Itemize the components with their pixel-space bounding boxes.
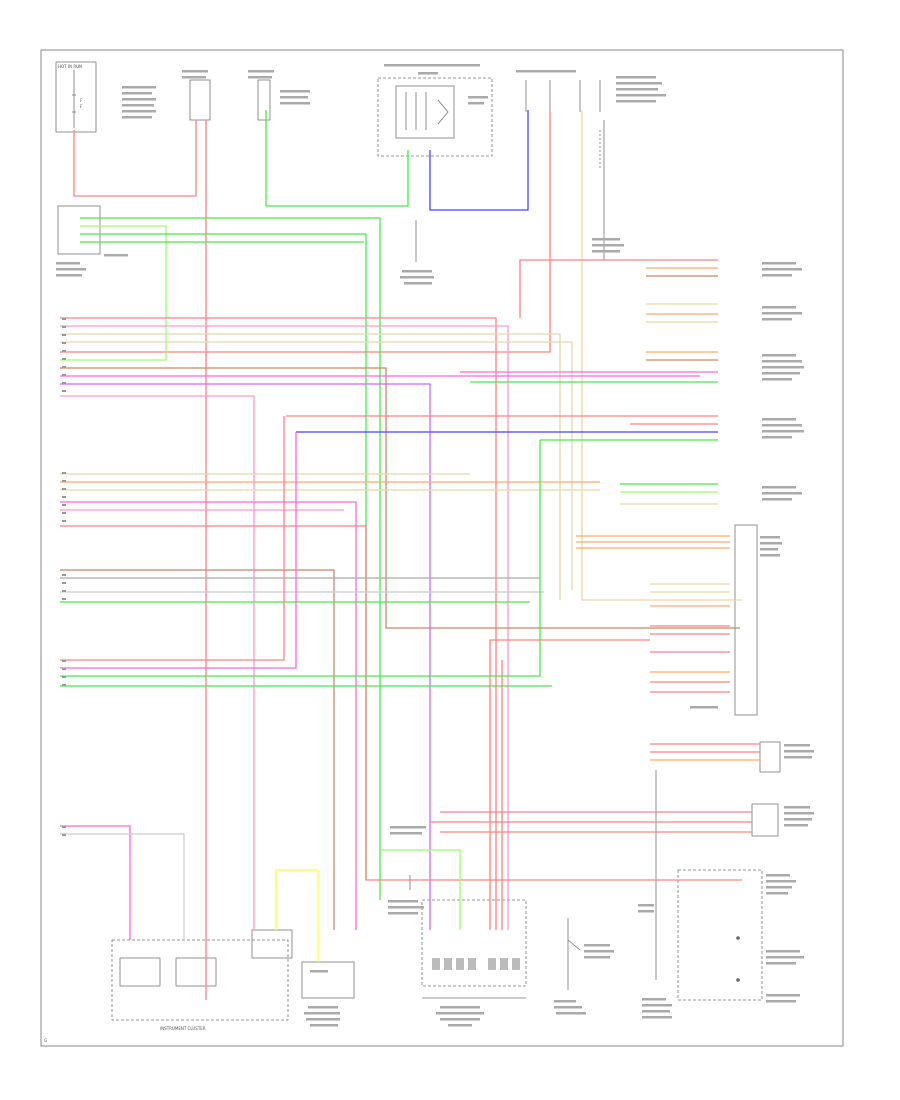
wire-tan-14 [60,341,573,590]
right-sensor-5 [762,486,802,501]
wire-red-0 [73,120,197,197]
wire-red-41 [60,525,742,881]
right-sensor-4 [762,418,804,439]
svg-text:F: F [80,104,83,109]
top-right-switches [516,70,666,112]
wire-violet-17 [60,383,431,930]
wire-magenta-68 [60,825,131,940]
wire-green-60 [60,440,541,677]
wire-magenta-59 [60,432,297,669]
wire-green-2 [265,110,409,207]
center-bottom-switch [388,826,426,915]
center-control-module [421,899,527,1027]
wire-tan-5 [581,110,742,601]
wire-green-7 [80,217,381,900]
ground-symbol-right [592,130,624,253]
wire-red-4 [60,110,551,353]
wire-layer [60,110,760,1000]
top-center-relay-box [377,64,493,157]
wire-lightgreen-71 [380,849,461,930]
right-relay-1 [759,741,814,773]
instrument-cluster: INSTRUMENT CLUSTER [111,929,293,1031]
wire-red-11 [60,317,497,930]
top-fuse-3 [248,70,310,121]
right-sensor-3 [762,354,804,381]
right-relay-2 [751,803,814,837]
top-fuse-2 [182,70,211,121]
left-connector-box [56,205,128,277]
left-pin-column [62,318,66,836]
diagram-frame [40,49,844,1047]
top-left-fuse-text [122,86,156,119]
wire-tan-13 [60,333,561,600]
wire-red-72 [489,639,650,930]
ground-symbol-top [400,220,434,285]
wire-blue-3 [429,110,529,211]
wire-magenta-39 [60,501,357,930]
right-lower-switch [677,869,804,1003]
wire-pink-18 [60,395,255,930]
top-left-fuse-block: HOT IN RUN F F [55,61,97,133]
wire-brown-54 [60,569,335,930]
right-sensor-1 [762,262,802,277]
wire-pink-12 [60,325,509,930]
hot-in-run-label: HOT IN RUN [58,64,82,69]
right-sensor-2 [762,306,802,321]
instrument-cluster-label: INSTRUMENT CLUSTER [160,1026,206,1031]
corner-label: G [44,1038,47,1043]
door-switch-right [638,900,672,1019]
right-connector-block [690,524,782,716]
svg-text:F: F [80,98,83,103]
wire-yellow-70 [275,869,319,962]
wire-red-58 [60,416,285,661]
wire-green-9 [80,233,367,880]
wire-brown-15 [60,367,740,629]
wire-red-19 [519,259,718,318]
bottom-module-box [301,961,355,1027]
wire-white_wire-69 [60,833,185,940]
door-switch-left [554,918,614,1015]
wire-lightgreen-8 [60,225,167,361]
